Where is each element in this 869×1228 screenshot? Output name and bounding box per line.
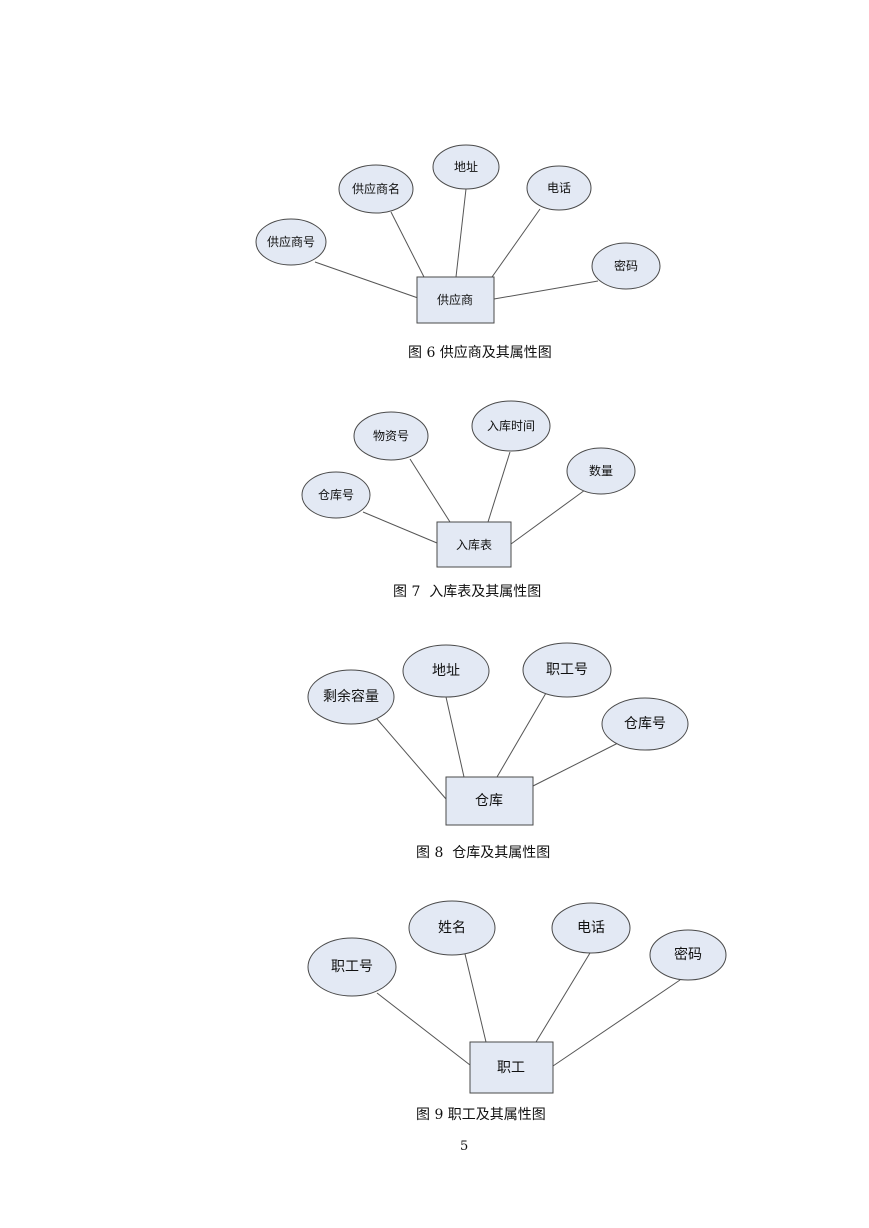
attribute-ellipse	[353, 411, 429, 461]
attribute-ellipse	[402, 644, 490, 698]
attribute-label: 物资号	[373, 429, 409, 443]
attribute-ellipse	[338, 164, 414, 214]
attribute-label: 职工号	[331, 959, 373, 975]
figure-8: 剩余容量 地址 职工号 仓库号 仓库	[307, 642, 689, 826]
connector-line	[445, 696, 465, 778]
attribute-ellipse	[432, 144, 500, 190]
connector-line	[409, 458, 451, 523]
attribute-ellipse	[307, 937, 397, 997]
connector-line	[376, 718, 447, 800]
connector-line	[491, 208, 541, 278]
attribute-label: 仓库号	[318, 487, 354, 502]
connector-line	[532, 741, 621, 787]
figure-caption: 图 7 入库表及其属性图	[393, 584, 542, 600]
attribute-ellipse	[566, 447, 636, 495]
figure-caption: 图 6 供应商及其属性图	[408, 345, 552, 361]
attribute-label: 姓名	[438, 920, 466, 936]
entity-box	[416, 276, 495, 324]
connector-line	[510, 489, 586, 545]
attribute-label: 密码	[674, 946, 702, 963]
attribute-label: 供应商名	[352, 181, 400, 196]
connector-line	[552, 979, 681, 1067]
connector-line	[493, 280, 599, 300]
attribute-label: 密码	[614, 258, 638, 273]
connector-line	[535, 952, 591, 1043]
connector-line	[487, 451, 511, 523]
attribute-ellipse	[307, 669, 395, 725]
entity-label: 供应商	[437, 292, 473, 307]
attribute-ellipse	[601, 697, 689, 751]
attribute-ellipse	[591, 242, 661, 290]
connector-line	[464, 953, 487, 1043]
attribute-label: 入库时间	[487, 418, 535, 433]
connector-line	[376, 992, 471, 1066]
figure-caption: 图 8 仓库及其属性图	[416, 845, 551, 861]
attribute-ellipse	[649, 929, 727, 981]
attribute-label: 剩余容量	[323, 688, 379, 705]
figure-9: 职工号 姓名 电话 密码 职工	[307, 900, 727, 1094]
attribute-label: 仓库号	[624, 716, 666, 732]
entity-box	[436, 521, 512, 568]
figure-7: 仓库号 物资号 入库时间 数量 入库表	[301, 400, 636, 568]
connector-line	[496, 692, 547, 778]
attribute-label: 地址	[454, 160, 478, 174]
attribute-ellipse	[526, 165, 592, 211]
connector-line	[314, 261, 419, 299]
entity-label: 入库表	[456, 537, 492, 552]
entity-box	[469, 1041, 554, 1094]
attribute-label: 地址	[432, 663, 460, 679]
entity-label: 仓库	[475, 793, 503, 809]
attribute-ellipse	[551, 902, 631, 954]
attribute-ellipse	[471, 400, 551, 452]
entity-label: 职工	[497, 1060, 525, 1076]
connector-line	[362, 511, 438, 544]
attribute-ellipse	[255, 218, 327, 266]
entity-box	[445, 776, 534, 826]
attribute-label: 供应商号	[267, 234, 315, 249]
attribute-label: 职工号	[546, 662, 588, 678]
connector-line	[390, 211, 425, 278]
attribute-ellipse	[408, 900, 496, 956]
connector-line	[455, 188, 467, 278]
attribute-label: 数量	[589, 463, 613, 478]
attribute-ellipse	[301, 471, 371, 519]
attribute-label: 电话	[547, 181, 571, 195]
page-number: 5	[460, 1139, 469, 1154]
attribute-ellipse	[522, 642, 612, 698]
attribute-label: 电话	[577, 920, 605, 936]
figure-6: 供应商号 供应商名 地址 电话 密码 供应商	[255, 144, 661, 324]
figure-caption: 图 9 职工及其属性图	[416, 1107, 546, 1123]
